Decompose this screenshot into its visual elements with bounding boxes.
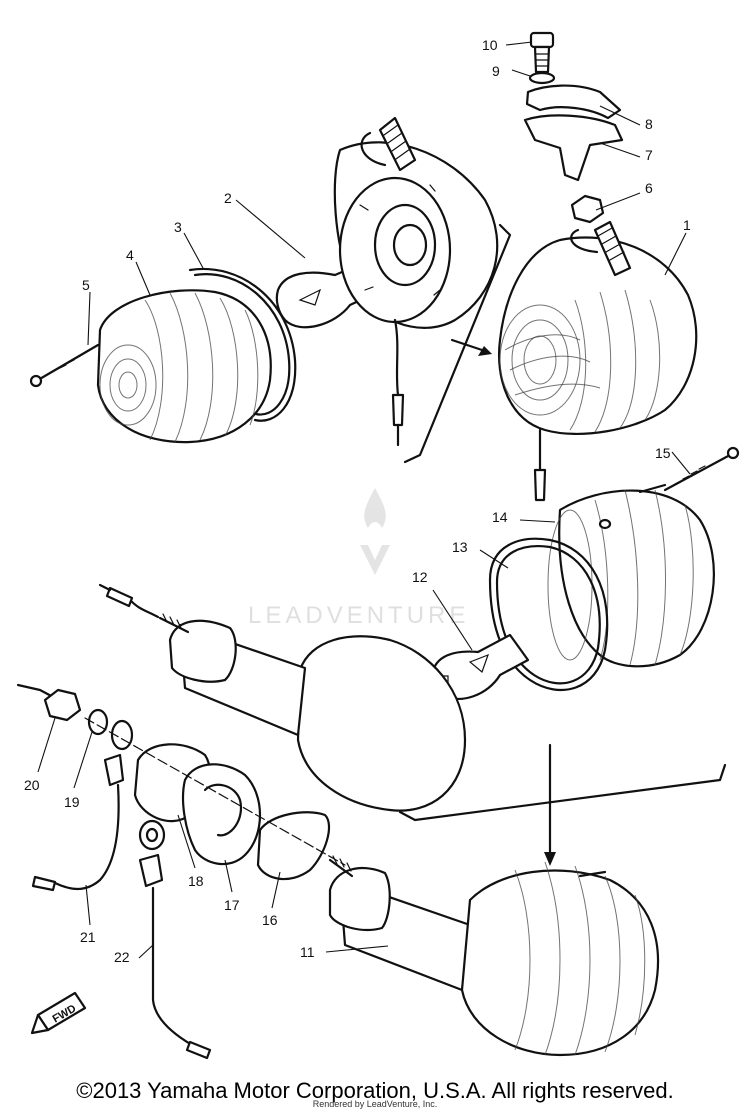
callout-18: 18 [188,873,204,889]
callout-8: 8 [645,116,653,132]
clamp-8 [525,84,622,120]
lens-4 [96,289,272,444]
terminal-21 [31,719,134,892]
callout-10: 10 [482,37,498,53]
callout-labels: 1 2 3 4 5 6 7 8 9 10 11 12 13 14 15 16 1… [24,37,691,965]
arrow-upper [450,338,492,356]
callout-6: 6 [645,180,653,196]
callout-2: 2 [224,190,232,206]
upper-left-lamp-group [29,116,512,464]
middle-lamp-group [98,446,740,866]
housing-upper-stem [98,583,467,812]
terminal-22 [138,819,212,1060]
lamp-housing [333,116,512,464]
callout-1: 1 [683,217,691,233]
callout-13: 13 [452,539,468,555]
plate-16 [256,811,330,881]
watermark-flame [364,488,386,528]
bolt-10 [529,31,555,74]
callout-5: 5 [82,277,90,293]
gasket-3 [188,267,297,422]
callout-12: 12 [412,569,428,585]
callout-15: 15 [655,445,671,461]
lamp-1 [498,220,698,502]
nut-6 [570,194,605,224]
upper-right-lamp-group [498,31,698,502]
lens-14 [547,483,715,668]
copyright-notice: ©2013 Yamaha Motor Corporation, U.S.A. A… [76,1078,674,1103]
screw-15 [663,446,740,492]
grommet-17 [181,763,262,866]
assembly-axis [84,717,346,866]
leadventure-watermark: LEADVENTURE [248,488,469,629]
callout-22: 22 [114,949,130,965]
housing-11 [328,855,660,1057]
callout-4: 4 [126,247,134,263]
callout-17: 17 [224,897,240,913]
callout-3: 3 [174,219,182,235]
callout-14: 14 [492,509,508,525]
callout-21: 21 [80,929,96,945]
leader-lines [37,41,691,959]
watermark-logo [360,545,390,575]
callout-16: 16 [262,912,278,928]
screw-5 [29,343,100,388]
washer-9 [528,71,556,85]
nut-20 [43,688,82,722]
lower-lamp-group [16,683,660,1060]
fwd-direction-badge: FWD [30,991,87,1035]
bracket-middle [398,763,727,822]
callout-7: 7 [645,147,653,163]
watermark-text: LEADVENTURE [248,602,469,629]
callout-20: 20 [24,777,40,793]
callout-11: 11 [300,944,315,960]
callout-19: 19 [64,794,80,810]
rendered-by-credit: Rendered by LeadVenture, Inc. [312,1099,438,1109]
arrow-lower [544,743,556,866]
callout-9: 9 [492,63,500,79]
clamp-7 [523,114,624,182]
